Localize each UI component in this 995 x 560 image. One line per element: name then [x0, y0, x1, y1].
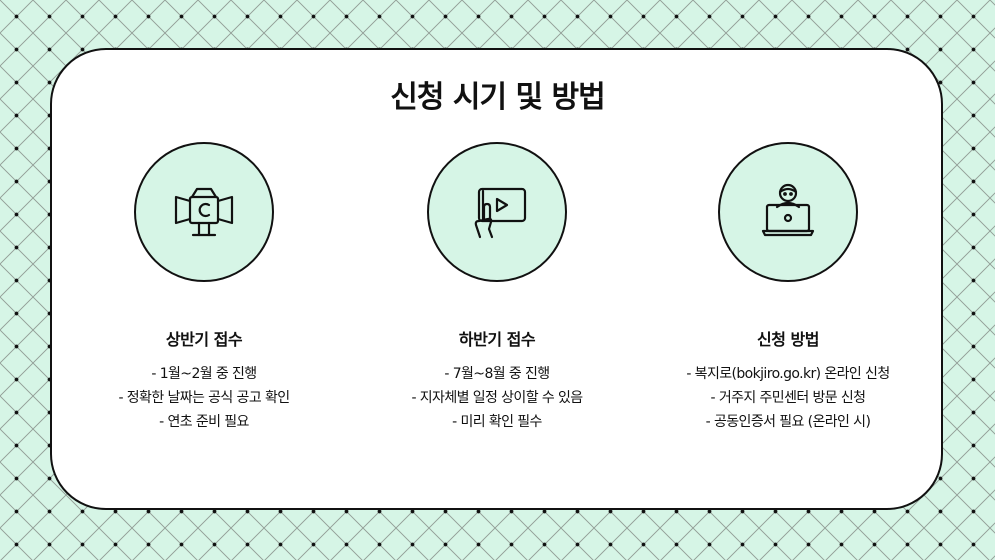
- icon-circle: [718, 142, 858, 282]
- column-list: - 7월~8월 중 진행 - 지자체별 일정 상이할 수 있음 - 미리 확인 …: [352, 362, 642, 434]
- list-item: - 1월~2월 중 진행: [151, 366, 257, 382]
- column-list: - 1월~2월 중 진행 - 정확한 날짜는 공식 공고 확인 - 연초 준비 …: [59, 362, 349, 434]
- icon-circle: [134, 142, 274, 282]
- column-heading: 상반기 접수: [165, 330, 243, 349]
- list-item: - 미리 확인 필수: [452, 414, 542, 430]
- tablet-video-icon: [474, 187, 527, 239]
- column-heading: 하반기 접수: [458, 330, 536, 349]
- list-item: - 7월~8월 중 진행: [444, 366, 550, 382]
- list-item: - 거주지 주민센터 방문 신청: [710, 390, 867, 406]
- list-item: - 연초 준비 필요: [159, 414, 249, 430]
- list-item: - 공동인증서 필요 (온라인 시): [705, 414, 871, 430]
- list-item: - 정확한 날짜는 공식 공고 확인: [118, 390, 290, 406]
- list-item: - 지자체별 일정 상이할 수 있음: [411, 390, 583, 406]
- list-item: - 복지로(bokjiro.go.kr) 온라인 신청: [686, 366, 890, 382]
- column-list: - 복지로(bokjiro.go.kr) 온라인 신청 - 거주지 주민센터 방…: [643, 362, 933, 434]
- column-first-half: 상반기 접수 - 1월~2월 중 진행 - 정확한 날짜는 공식 공고 확인 -…: [59, 142, 349, 434]
- column-apply-method: 신청 방법 - 복지로(bokjiro.go.kr) 온라인 신청 - 거주지 …: [643, 142, 933, 434]
- column-second-half: 하반기 접수 - 7월~8월 중 진행 - 지자체별 일정 상이할 수 있음 -…: [352, 142, 642, 434]
- icon-circle: [427, 142, 567, 282]
- person-laptop-icon: [761, 183, 815, 237]
- page-title: 신청 시기 및 방법: [390, 80, 606, 115]
- film-light-icon: [174, 187, 234, 237]
- column-heading: 신청 방법: [757, 330, 819, 349]
